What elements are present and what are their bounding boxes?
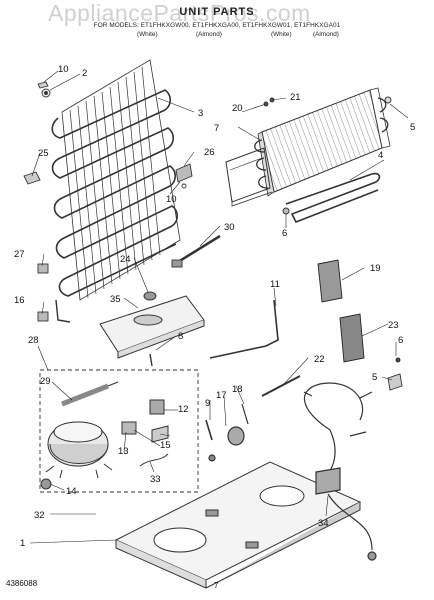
diagram-title: UNIT PARTS xyxy=(179,6,255,18)
callout-17: 17 xyxy=(216,390,227,401)
callout-10-top: 10 xyxy=(58,64,69,75)
callout-8: 8 xyxy=(178,331,183,342)
drain-pan xyxy=(99,291,205,367)
callout-25: 25 xyxy=(38,148,49,159)
callout-5-upper: 5 xyxy=(410,122,415,133)
callout-28: 28 xyxy=(28,335,39,346)
callout-24: 24 xyxy=(120,254,131,265)
callout-2: 2 xyxy=(82,68,87,79)
callout-21: 21 xyxy=(290,92,301,103)
callout-13: 13 xyxy=(118,446,129,457)
compressor-kit-boundary xyxy=(39,369,199,493)
callout-26: 26 xyxy=(204,147,215,158)
callout-12: 12 xyxy=(178,404,189,415)
compressor xyxy=(40,381,169,490)
evaporator-coil xyxy=(225,87,391,224)
callout-3: 3 xyxy=(198,108,203,119)
callout-14: 14 xyxy=(66,486,77,497)
callout-numbers: 10 2 3 20 21 7 5 4 6 25 26 10 30 27 16 2… xyxy=(14,64,415,549)
leader-lines xyxy=(29,70,409,544)
color-label-almond-2: (Almond) xyxy=(313,31,339,38)
model-numbers-line: FOR MODELS: ET1FHKXGW00, ET1FHKXGA00, ET… xyxy=(93,22,341,29)
callout-35: 35 xyxy=(110,294,121,305)
callout-34: 34 xyxy=(318,518,329,529)
callout-16: 16 xyxy=(14,295,25,306)
callout-27: 27 xyxy=(14,249,25,260)
callout-7: 7 xyxy=(214,123,219,134)
callout-32: 32 xyxy=(34,510,45,521)
color-label-white-2: (White) xyxy=(271,31,292,38)
color-label-white-1: (White) xyxy=(137,31,158,38)
document-part-number: 4386088 xyxy=(6,579,38,588)
condenser-coil xyxy=(51,59,181,323)
callout-15: 15 xyxy=(160,440,171,451)
page-number: 7 xyxy=(214,581,219,590)
callout-11: 11 xyxy=(270,279,280,290)
callout-19: 19 xyxy=(370,263,381,274)
callout-23: 23 xyxy=(388,320,399,331)
small-parts xyxy=(23,81,403,397)
callout-33: 33 xyxy=(150,474,161,485)
callout-18: 18 xyxy=(232,384,243,395)
watermark-text: AppliancePartsPros.com xyxy=(48,0,311,26)
callout-6-lower: 6 xyxy=(398,335,403,346)
callout-22: 22 xyxy=(314,354,325,365)
callout-4: 4 xyxy=(378,150,383,161)
color-label-almond-1: (Almond) xyxy=(196,31,222,38)
callout-29: 29 xyxy=(40,376,51,387)
callout-20: 20 xyxy=(232,103,243,114)
wiring-harness xyxy=(205,382,377,561)
callout-1: 1 xyxy=(20,538,25,549)
callout-9: 9 xyxy=(205,398,210,409)
callout-5-lower: 5 xyxy=(372,372,377,383)
callout-10-mid: 10 xyxy=(166,194,177,205)
compressor-base-plate xyxy=(114,461,362,589)
callout-30: 30 xyxy=(224,222,235,233)
callout-6-upper: 6 xyxy=(282,228,287,239)
